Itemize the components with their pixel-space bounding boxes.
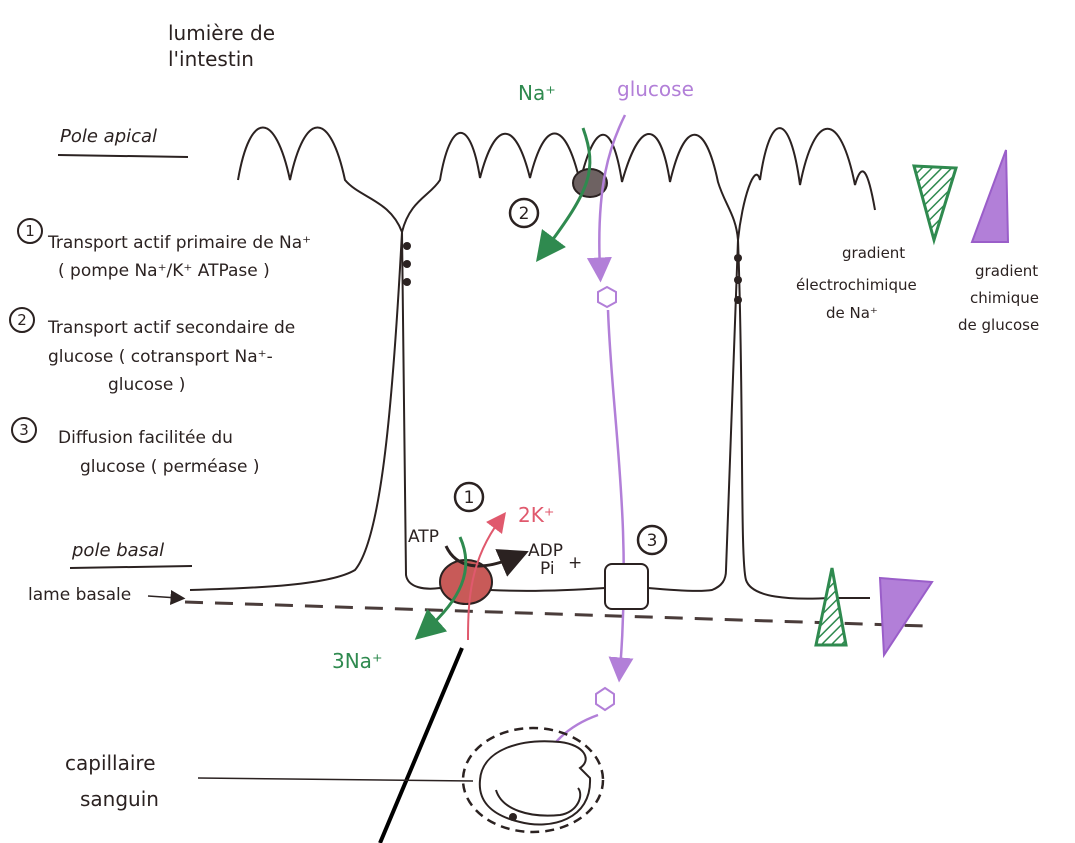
lame-basale-arrow (147, 590, 186, 605)
glucose-gradient-label-line1: gradient (975, 262, 1038, 280)
atp-label: ATP (408, 527, 439, 547)
marker-1-circle (453, 481, 485, 513)
glucose-molecule (595, 686, 615, 712)
atp-hydrolysis-arrow (444, 545, 529, 577)
sodium-gradient-bottom (814, 567, 848, 647)
glucose-molecule (597, 285, 617, 309)
capillary-lumen (495, 787, 582, 817)
pointer-line (378, 647, 464, 843)
permease (604, 563, 649, 610)
pole-apical-underline (57, 154, 189, 158)
marker-3: 3 (647, 531, 658, 551)
legend-number-circle (11, 417, 37, 443)
pole-apical-label: Pole apical (60, 126, 157, 147)
legend-text-line: Transport actif secondaire de (47, 318, 295, 338)
adp-label: ADP (528, 541, 563, 561)
glucose-gradient-top (970, 149, 1010, 243)
glucose-cotransport-arrow (586, 114, 627, 283)
legend: 1 Transport actif primaire de Na⁺ ( pomp… (9, 218, 311, 477)
legend-number: 2 (17, 311, 27, 329)
potassium-label: 2K⁺ (518, 503, 554, 527)
capillary-wall (478, 740, 592, 826)
marker-1: 1 (464, 488, 475, 508)
legend-text-line: glucose ( cotransport Na⁺- (48, 347, 273, 367)
plus-label: + (568, 553, 582, 573)
na-gradient-label-line1: gradient (842, 244, 905, 262)
legend-number-circle (17, 218, 43, 244)
capillary-label-line2: sanguin (80, 787, 159, 811)
capillary-leader-line (197, 777, 474, 782)
sodium-bottom-label: 3Na⁺ (332, 649, 383, 673)
capillary-nucleus (509, 813, 517, 821)
lumen-label-line2: l'intestin (168, 47, 254, 71)
left-cell-membrane (189, 231, 403, 591)
sodium-cotransport-arrow (536, 127, 592, 263)
glucose-diffusion-arrow (606, 309, 634, 683)
glucose-gradient-label-line2: chimique (970, 289, 1039, 307)
sodium-pump-arrow (414, 536, 468, 640)
potassium-arrow (467, 511, 506, 641)
legend-text-line: ( pompe Na⁺/K⁺ ATPase ) (58, 261, 270, 281)
capillary-outer-dashed (461, 726, 605, 834)
legend-text-line: glucose ( perméase ) (80, 457, 260, 477)
right-cell-membrane (737, 239, 870, 600)
lame-basale-line (184, 600, 926, 628)
na-gradient-label-line3: de Na⁺ (826, 304, 878, 322)
na-top-label: Na⁺ (518, 81, 556, 105)
glucose-top-label: glucose (617, 77, 694, 101)
glucose-gradient-label-line3: de glucose (958, 316, 1039, 334)
capillary-label-line1: capillaire (65, 751, 156, 775)
pole-basal-label: pole basal (71, 540, 164, 561)
marker-3-circle (636, 524, 668, 556)
legend-item-1: 1 Transport actif primaire de Na⁺ ( pomp… (17, 218, 311, 281)
marker-2-circle (508, 197, 540, 229)
na-gradient-label-line2: électrochimique (796, 276, 917, 294)
sodium-gradient-top (912, 164, 958, 246)
legend-text-line: glucose ) (108, 375, 185, 395)
pi-label: Pi (540, 559, 555, 579)
lumen-label-line1: lumière de (168, 21, 275, 45)
legend-number: 1 (25, 222, 35, 240)
apical-membrane (237, 126, 876, 592)
legend-text-line: Transport actif primaire de Na⁺ (47, 233, 311, 253)
glucose-gradient-bottom (878, 576, 934, 659)
legend-item-3: 3 Diffusion facilitée du glucose ( permé… (11, 417, 260, 477)
legend-text-line: Diffusion facilitée du (58, 428, 233, 448)
tight-junctions (403, 242, 742, 304)
marker-2: 2 (519, 204, 530, 224)
legend-number: 3 (19, 421, 29, 439)
lame-basale-label: lame basale (28, 585, 131, 605)
legend-item-2: 2 Transport actif secondaire de glucose … (9, 307, 295, 395)
pole-basal-underline (69, 565, 193, 569)
legend-number-circle (9, 307, 35, 333)
